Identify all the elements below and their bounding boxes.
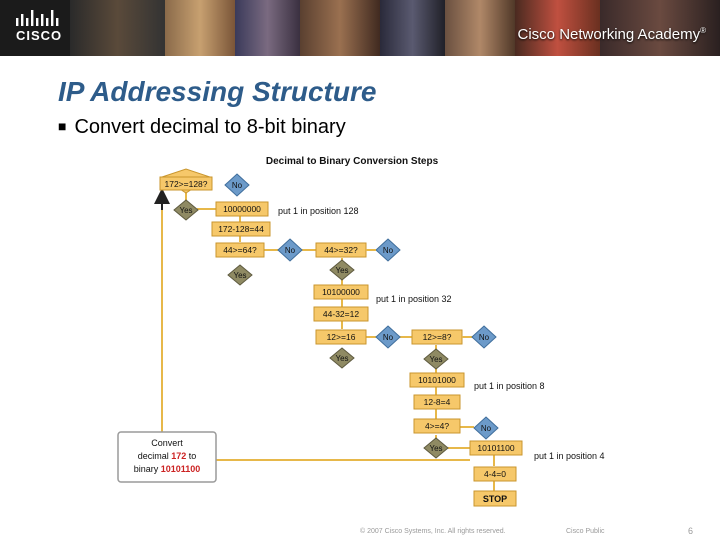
svg-text:10100000: 10100000	[322, 287, 360, 297]
decision-question: 4>=4?	[425, 421, 449, 431]
svg-text:No: No	[383, 246, 394, 255]
svg-text:172-128=44: 172-128=44	[218, 224, 264, 234]
banner-photo	[515, 0, 600, 56]
decision-3: 44>=32?	[315, 242, 367, 258]
svg-text:No: No	[232, 181, 243, 190]
step-box: 10101100	[469, 440, 523, 456]
decision-question: 172>=128?	[164, 179, 207, 189]
svg-text:No: No	[285, 246, 296, 255]
diagram-title: Decimal to Binary Conversion Steps	[266, 156, 439, 167]
position-note: put 1 in position 4	[534, 451, 605, 461]
yes-diamond: Yes	[423, 348, 449, 370]
header-banner: CISCO Cisco Networking Academy®	[0, 0, 720, 56]
banner-photo	[235, 0, 300, 56]
decision-question: 44>=32?	[324, 245, 358, 255]
decision-question: 12>=16	[327, 332, 356, 342]
decision-1: 172>=128?	[159, 168, 213, 194]
svg-text:10101100: 10101100	[477, 443, 514, 453]
bullet-item: ■ Convert decimal to 8-bit binary	[58, 116, 346, 139]
svg-text:4-4=0: 4-4=0	[484, 469, 506, 479]
footer-confidential: Cisco Public	[566, 528, 605, 535]
svg-text:No: No	[481, 424, 492, 433]
step-box: 10000000	[215, 201, 269, 217]
position-note: put 1 in position 32	[376, 294, 452, 304]
svg-text:No: No	[479, 333, 490, 342]
step-box: 12-8=4	[413, 394, 461, 410]
stop-box: STOP	[473, 490, 517, 507]
yes-diamond: Yes	[173, 199, 199, 221]
no-diamond: No	[277, 238, 303, 262]
banner-photo	[300, 0, 380, 56]
binary-result: 10101100	[161, 464, 201, 474]
svg-text:Yes: Yes	[429, 355, 442, 364]
yes-diamond: Yes	[423, 437, 449, 459]
svg-text:decimal 172 to: decimal 172 to	[138, 451, 197, 461]
no-diamond: No	[471, 325, 497, 349]
svg-text:44-32=12: 44-32=12	[323, 309, 359, 319]
position-note: put 1 in position 128	[278, 206, 359, 216]
svg-text:STOP: STOP	[483, 494, 507, 504]
decision-question: 44>=64?	[223, 245, 257, 255]
decision-4: 12>=16	[315, 329, 367, 345]
decision-6: 4>=4?	[413, 418, 461, 434]
step-box: 10100000	[313, 284, 369, 300]
svg-text:Yes: Yes	[335, 266, 348, 275]
step-box: 4-4=0	[473, 466, 517, 482]
no-diamond: No	[375, 238, 401, 262]
svg-text:Yes: Yes	[429, 444, 442, 453]
svg-text:10101000: 10101000	[418, 375, 456, 385]
square-bullet-icon: ■	[58, 118, 67, 134]
step-box: 10101000	[409, 372, 465, 388]
summary-box: Convert decimal 172 to binary 10101100	[117, 431, 217, 483]
footer-copyright: © 2007 Cisco Systems, Inc. All rights re…	[360, 528, 506, 535]
no-diamond: No	[375, 325, 401, 349]
decision-question: 12>=8?	[423, 332, 452, 342]
slide-title: IP Addressing Structure	[58, 76, 377, 107]
no-diamond: No	[224, 173, 250, 197]
svg-text:10000000: 10000000	[223, 204, 261, 214]
svg-text:12-8=4: 12-8=4	[424, 397, 451, 407]
banner-photo	[445, 0, 515, 56]
academy-name: Cisco Networking Academy®	[517, 26, 706, 43]
page-number: 6	[688, 526, 694, 536]
svg-text:binary 10101100: binary 10101100	[134, 464, 201, 474]
svg-text:No: No	[383, 333, 394, 342]
decimal-value: 172	[171, 451, 186, 461]
step-box: 44-32=12	[313, 306, 369, 322]
svg-text:Yes: Yes	[233, 271, 246, 280]
decision-2: 44>=64?	[215, 242, 265, 258]
cisco-wordmark: CISCO	[16, 28, 63, 43]
svg-text:Yes: Yes	[335, 354, 348, 363]
yes-diamond: Yes	[227, 264, 253, 286]
banner-photo	[165, 0, 235, 56]
svg-text:Yes: Yes	[179, 206, 192, 215]
banner-photo	[70, 0, 165, 56]
banner-photo	[380, 0, 445, 56]
step-box: 172-128=44	[211, 221, 271, 237]
yes-diamond: Yes	[329, 259, 355, 281]
decision-5: 12>=8?	[411, 329, 463, 345]
banner-photo	[600, 0, 720, 56]
bullet-text: Convert decimal to 8-bit binary	[74, 116, 346, 138]
position-note: put 1 in position 8	[474, 381, 545, 391]
yes-diamond: Yes	[329, 347, 355, 369]
svg-text:Convert: Convert	[151, 438, 183, 448]
no-diamond: No	[473, 416, 499, 440]
cisco-bridge-icon	[16, 10, 59, 26]
